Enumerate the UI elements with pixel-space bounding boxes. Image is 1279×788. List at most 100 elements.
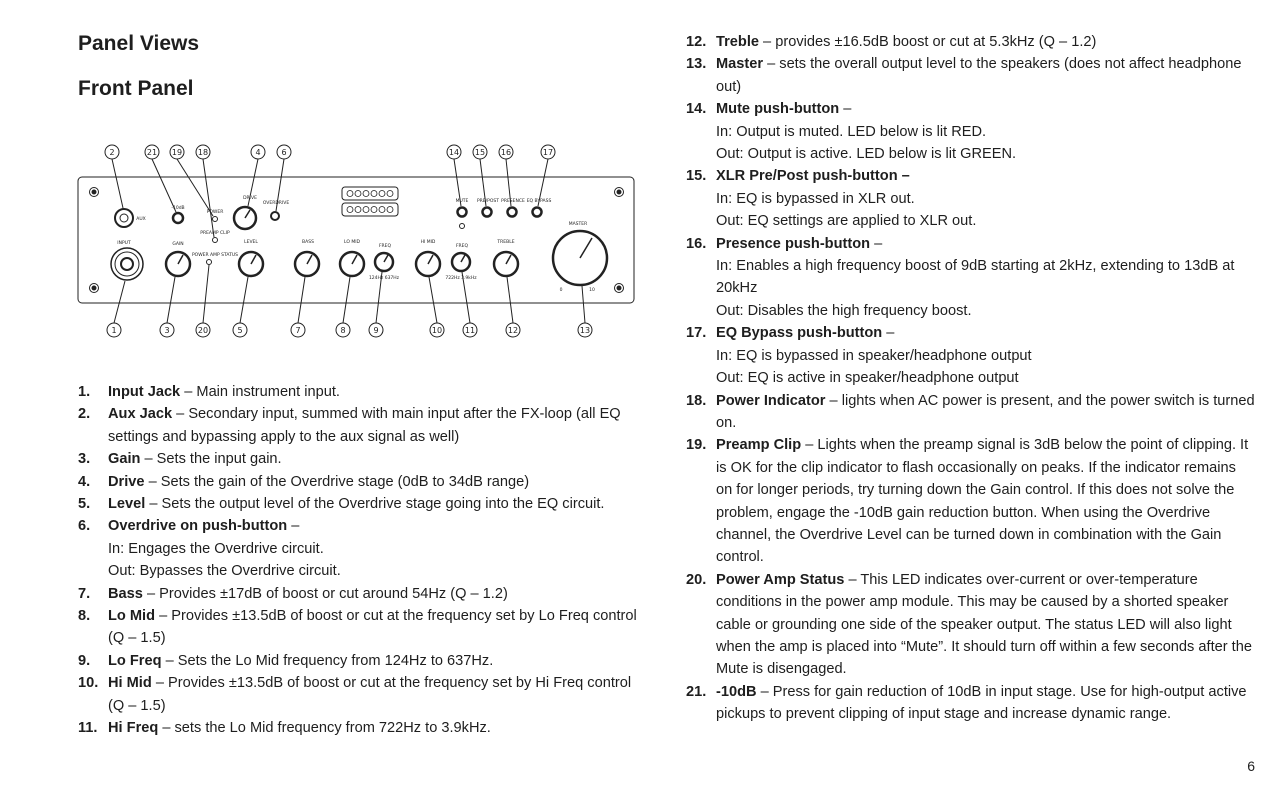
panel-label-master: MASTER — [569, 221, 588, 227]
item-number: 5. — [78, 496, 91, 513]
item-body: Drive – Sets the gain of the Overdrive s… — [108, 471, 638, 493]
panel-label-lo-freq-range: 124Hz 637Hz — [369, 275, 400, 281]
hi-freq-knob-icon — [450, 251, 472, 273]
front-panel-diagram: 2 21 19 18 4 6 14 15 16 17 1 3 20 5 7 8 … — [77, 144, 635, 338]
list-item: 10.Hi Mid – Provides ±13.5dB of boost or… — [78, 672, 638, 717]
callout-number: 16 — [501, 148, 511, 157]
item-text: – Lights when the preamp signal is 3dB b… — [716, 437, 1249, 566]
item-term: Treble — [716, 34, 759, 50]
presence-button-icon — [506, 206, 518, 218]
list-item: 9.Lo Freq – Sets the Lo Mid frequency fr… — [78, 650, 638, 672]
item-number: 20. — [686, 571, 707, 588]
list-item: 5. Level – Sets the output level of the O… — [78, 493, 638, 515]
item-term: Drive — [108, 473, 145, 490]
item-number: 15. — [686, 168, 707, 185]
item-term: Mute push-button — [716, 101, 840, 118]
item-number: 10. — [78, 675, 99, 692]
item-term: Hi Mid — [108, 675, 152, 692]
callout-number: 19 — [172, 148, 182, 157]
list-item: 14.Mute push-button –In: Output is muted… — [686, 98, 1256, 165]
item-body: Master – sets the overall output level t… — [716, 53, 1256, 98]
item-body: Lo Mid – Provides ±13.5dB of boost or cu… — [108, 605, 638, 650]
list-item: 7.Bass – Provides ±17dB of boost or cut … — [78, 583, 638, 605]
item-text: – Sets the gain of the Overdrive stage (… — [144, 473, 530, 490]
item-text: – lights when AC power is present, and t… — [716, 392, 1255, 431]
panel-label-minus10: -10dB — [171, 205, 184, 211]
panel-label-treble: TREBLE — [496, 239, 514, 245]
item-text: – Sets the input gain. — [140, 451, 282, 468]
item-text: – Sets the Lo Mid frequency from 124Hz t… — [161, 652, 494, 669]
panel-label-aux: AUX — [136, 216, 145, 222]
item-text: – Sets the output level of the Overdrive… — [145, 496, 605, 513]
item-term: Bass — [108, 585, 143, 602]
level-knob-icon — [237, 250, 265, 278]
item-subline: Out: Disables the high frequency boost. — [716, 302, 972, 319]
panel-label-level: LEVEL — [244, 239, 258, 245]
mute-button-icon — [456, 206, 468, 218]
item-body: Power Indicator – lights when AC power i… — [716, 390, 1256, 435]
list-item: 8.Lo Mid – Provides ±13.5dB of boost or … — [78, 605, 638, 650]
item-subline: Out: EQ settings are applied to XLR out. — [716, 213, 977, 230]
screw-icon — [614, 283, 624, 293]
item-body: Input Jack – Main instrument input. — [108, 381, 638, 403]
callout-number: 4 — [255, 148, 260, 157]
item-body: -10dB – Press for gain reduction of 10dB… — [716, 681, 1256, 726]
item-body: Bass – Provides ±17dB of boost or cut ar… — [108, 583, 638, 605]
drive-knob-icon — [232, 205, 258, 231]
panel-outline — [77, 176, 635, 304]
item-body: Presence push-button –In: Enables a high… — [716, 233, 1256, 323]
panel-label-gain: GAIN — [172, 241, 183, 247]
callout-number: 21 — [147, 148, 157, 157]
item-body: EQ Bypass push-button –In: EQ is bypasse… — [716, 322, 1256, 389]
item-term: Power Indicator — [716, 392, 826, 409]
list-item: 20.Power Amp Status – This LED indicates… — [686, 569, 1256, 681]
item-term: Gain — [108, 451, 141, 468]
panel-label-hi-freq: FREQ — [456, 243, 469, 249]
list-item: 12.Treble – provides ±16.5dB boost or cu… — [686, 31, 1256, 53]
panel-label-input: INPUT — [117, 240, 131, 246]
item-term: Hi Freq — [108, 720, 159, 737]
item-text: – Main instrument input. — [180, 384, 340, 400]
item-number: 13. — [686, 56, 707, 73]
item-term: Input Jack — [108, 384, 181, 400]
list-item: 1. Input Jack – Main instrument input. — [78, 381, 638, 403]
logo-icon — [341, 186, 399, 201]
item-subline: Out: EQ is active in speaker/headphone o… — [716, 370, 1019, 387]
list-item: 13. Master – sets the overall output leve… — [686, 53, 1256, 98]
item-number: 6. — [78, 518, 91, 535]
item-subline: Out: Bypasses the Overdrive circuit. — [108, 563, 341, 580]
lo-freq-knob-icon — [373, 251, 395, 273]
gain-knob-icon — [164, 250, 192, 278]
callout-number: 5 — [237, 326, 242, 335]
item-body: Treble – provides ±16.5dB boost or cut a… — [716, 31, 1256, 53]
screw-icon — [614, 187, 624, 197]
item-text: – Press for gain reduction of 10dB in in… — [716, 683, 1247, 723]
item-number: 21. — [686, 683, 707, 700]
item-subline: In: EQ is bypassed in speaker/headphone … — [716, 347, 1032, 364]
power-amp-status-led-icon — [206, 259, 212, 265]
callout-number: 11 — [465, 326, 475, 335]
panel-label-drive: DRIVE — [243, 195, 257, 201]
list-item: 19.Preamp Clip – Lights when the preamp … — [686, 434, 1256, 568]
panel-label-eq-bypass: EQ BYPASS — [527, 198, 552, 204]
item-body: Mute push-button –In: Output is muted. L… — [716, 98, 1256, 165]
callout-number: 6 — [281, 148, 286, 157]
item-term: Lo Freq — [108, 652, 162, 669]
item-body: Gain – Sets the input gain. — [108, 448, 638, 470]
item-text: – — [287, 518, 300, 535]
item-number: 16. — [686, 235, 707, 252]
callout-number: 7 — [295, 326, 300, 335]
item-text: – — [870, 235, 883, 252]
item-body: Level – Sets the output level of the Ove… — [108, 493, 638, 515]
list-item: 2.Aux Jack – Secondary input, summed wit… — [78, 403, 638, 448]
item-text: – provides ±16.5dB boost or cut at 5.3kH… — [759, 34, 1097, 50]
panel-label-bass: BASS — [302, 239, 314, 245]
callout-number: 1 — [111, 326, 116, 335]
item-text: – sets the overall output level to the s… — [716, 56, 1242, 95]
item-subline: In: EQ is bypassed in XLR out. — [716, 190, 915, 207]
item-text: – — [882, 325, 895, 342]
item-number: 1. — [78, 384, 91, 400]
page-number: 6 — [1247, 758, 1255, 774]
list-item: 6.Overdrive on push-button –In: Engages … — [78, 515, 638, 582]
callout-number: 10 — [432, 326, 442, 335]
